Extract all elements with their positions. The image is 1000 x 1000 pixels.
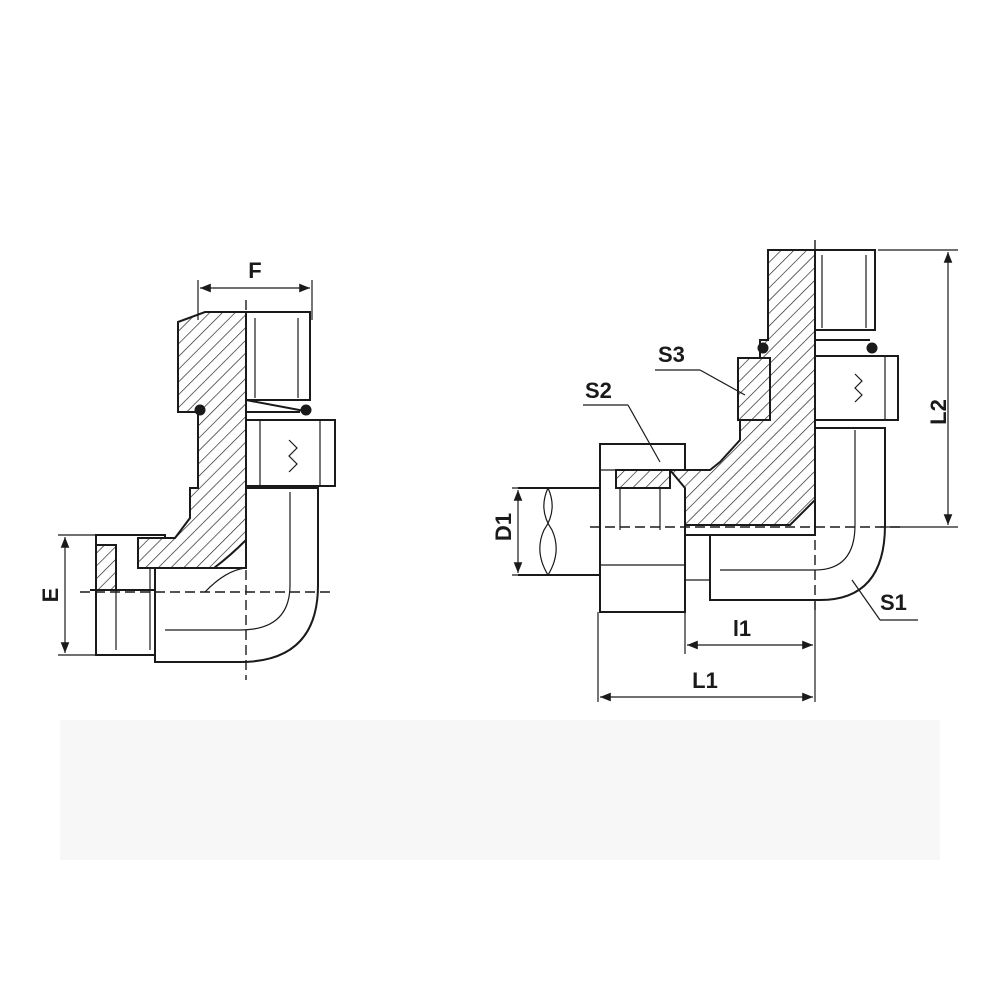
label-l1: L1 — [692, 668, 718, 693]
leader-s2 — [627, 404, 661, 463]
label-s3: S3 — [658, 342, 685, 367]
left-elbow-view: F E — [38, 258, 336, 680]
label-s2: S2 — [585, 378, 612, 403]
tube — [518, 487, 611, 576]
label-l1-small: l1 — [733, 616, 751, 641]
right-o-ring-icon — [866, 342, 878, 354]
label-d1: D1 — [491, 513, 516, 541]
right-locknut-section — [737, 357, 771, 421]
left-locknut — [245, 419, 336, 487]
label-e: E — [38, 588, 63, 603]
label-l2: L2 — [926, 399, 951, 425]
left-upper-stud — [245, 311, 311, 401]
tube-break-line — [543, 487, 557, 576]
left-o-ring-icon — [194, 404, 206, 416]
right-o-ring-icon — [757, 342, 769, 354]
right-section-hatch — [667, 249, 816, 526]
left-o-ring-icon — [300, 404, 312, 416]
left-section-hatch — [137, 311, 247, 569]
right-elbow-view: L2 D1 l1 L1 S1 S2 S3 — [491, 240, 958, 702]
label-f: F — [248, 258, 261, 283]
label-s1: S1 — [880, 590, 907, 615]
leader-s3 — [699, 369, 746, 396]
background-band — [60, 720, 940, 860]
right-elbow-body — [685, 427, 886, 601]
left-stud-thread-section — [95, 544, 117, 591]
swivel-nut-section — [615, 469, 671, 489]
